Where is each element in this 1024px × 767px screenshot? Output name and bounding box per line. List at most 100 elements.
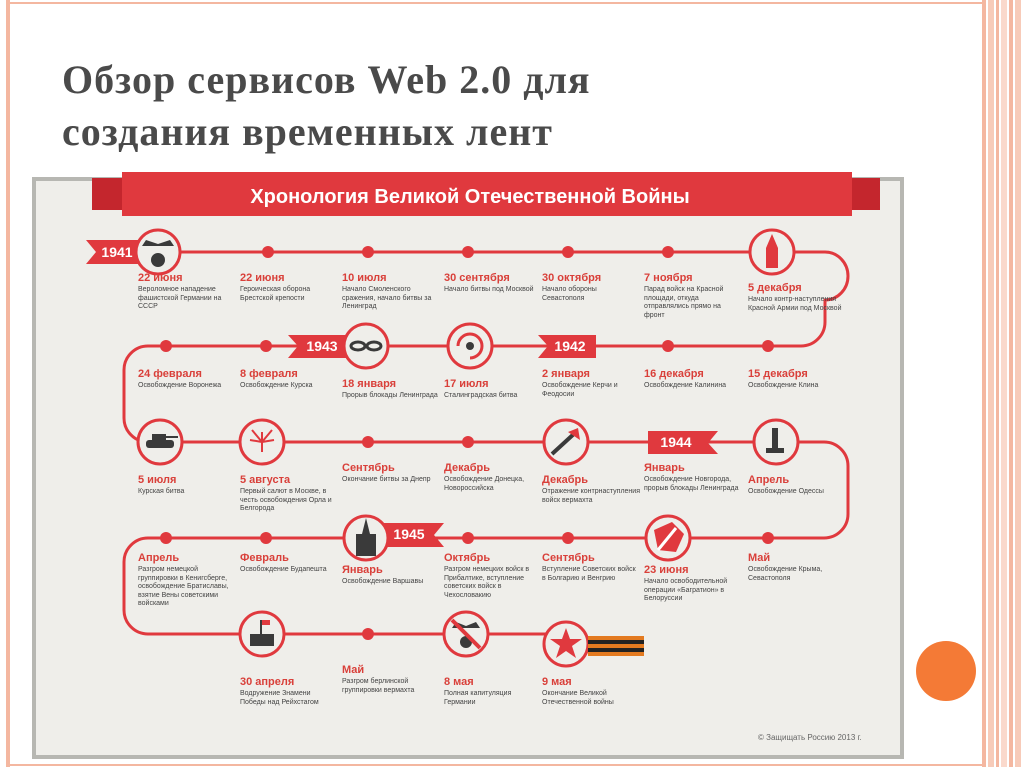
event-desc: Сталинградская битва — [444, 392, 518, 399]
event-desc: Начало битвы под Москвой — [444, 286, 534, 293]
event-date: 16 декабря — [644, 368, 704, 380]
event-desc: Освобождение Курска — [240, 382, 313, 389]
decor-stripe — [982, 0, 986, 767]
tower-icon — [342, 514, 390, 562]
event-date: Апрель — [748, 474, 790, 486]
decor-stripe — [996, 0, 999, 767]
event-desc: Парад войск на Красной площади, откуда о… — [644, 286, 724, 319]
event-date: 5 июля — [138, 474, 177, 486]
event-date: Сентябрь — [542, 552, 595, 564]
event-date: 5 августа — [240, 474, 291, 486]
tank-icon — [136, 418, 184, 466]
year-tag-1943-bg — [288, 335, 352, 358]
event-date: Декабрь — [542, 474, 588, 486]
year-1942: 1942 — [554, 338, 586, 354]
event-date: 24 февраля — [138, 368, 202, 380]
event-date: Октябрь — [444, 552, 491, 564]
encirclement-icon — [446, 322, 494, 370]
timeline-poster — [32, 177, 904, 759]
event-desc: Разгром немецкой группировки в Кенигсбер… — [138, 566, 229, 607]
event-date: 30 сентября — [444, 272, 510, 284]
arrow-icon — [542, 418, 590, 466]
event-desc: Курская битва — [138, 488, 185, 495]
event-desc: Водружение Знамени Победы над Рейхстагом — [240, 690, 319, 706]
event-date: Май — [748, 552, 771, 564]
event-date: Февраль — [240, 552, 289, 564]
slide-frame-bottom — [6, 764, 982, 766]
event-date: Апрель — [138, 552, 180, 564]
kremlin-tower-icon — [748, 228, 796, 276]
event-date: 5 декабря — [748, 282, 802, 294]
poster-copyright: © Защищать Россию 2013 г. — [758, 733, 862, 742]
event-date: 15 декабря — [748, 368, 808, 380]
event-desc: Освобождение Будапешта — [240, 566, 327, 573]
event-desc: Освобождение Варшавы — [342, 578, 424, 585]
poster-background — [36, 181, 900, 755]
event-date: 30 октября — [542, 272, 602, 284]
event-desc: Разгром берлинской группировки вермахта — [342, 678, 415, 694]
event-desc: Вступление Советских войск в Болгарию и … — [542, 566, 636, 582]
event-date: 18 января — [342, 378, 397, 390]
year-1943: 1943 — [306, 338, 338, 354]
year-tag-1942-bg — [538, 335, 596, 358]
row4-dots — [160, 532, 774, 544]
decor-orange-circle — [916, 641, 976, 701]
event-desc: Начало обороны Севастополя — [542, 286, 597, 302]
eagle-icon — [134, 228, 182, 276]
row3-dots — [362, 436, 474, 448]
decor-stripe — [1009, 0, 1013, 767]
event-date: 30 апреля — [240, 676, 295, 688]
event-desc: Освобождение Калинина — [644, 382, 727, 389]
slide-title-line2: создания временных лент — [62, 109, 553, 154]
event-desc: Освобождение Одессы — [748, 488, 824, 495]
event-date: 7 ноября — [644, 272, 693, 284]
year-1944: 1944 — [660, 434, 692, 450]
event-desc: Разгром немецких войск в Прибалтике, вст… — [444, 566, 530, 599]
row5-dots — [362, 628, 374, 640]
event-date: Январь — [342, 564, 383, 576]
event-desc: Начало Смоленского сражения, начало битв… — [342, 286, 432, 310]
event-desc: Освобождение Новгорода, прорыв блокады Л… — [644, 476, 739, 492]
event-date: 10 июля — [342, 272, 387, 284]
event-desc: Освобождение Клина — [748, 382, 819, 389]
event-date: 8 мая — [444, 676, 474, 688]
row2-dots — [160, 340, 774, 352]
event-date: Май — [342, 664, 365, 676]
event-date: 9 мая — [542, 676, 572, 688]
decor-stripe — [988, 0, 994, 767]
year-1945: 1945 — [393, 526, 425, 542]
reichstag-icon — [238, 610, 286, 658]
slide-title-line1: Обзор сервисов Web 2.0 для — [62, 57, 591, 102]
year-tag-1941-bg — [86, 240, 140, 264]
event-date: 8 февраля — [240, 368, 298, 380]
event-desc: Освобождение Керчи и Феодосии — [542, 382, 618, 398]
event-date: 22 июня — [138, 272, 183, 284]
event-desc: Героическая оборона Брестской крепости — [240, 286, 311, 302]
row1-dots — [262, 246, 674, 258]
event-desc: Полная капитуляция Германии — [444, 690, 512, 706]
event-desc: Отражение контрнаступления войск вермахт… — [542, 488, 641, 504]
decor-stripe — [1015, 0, 1021, 767]
event-date: 23 июня — [644, 564, 689, 576]
event-date: Январь — [644, 462, 685, 474]
